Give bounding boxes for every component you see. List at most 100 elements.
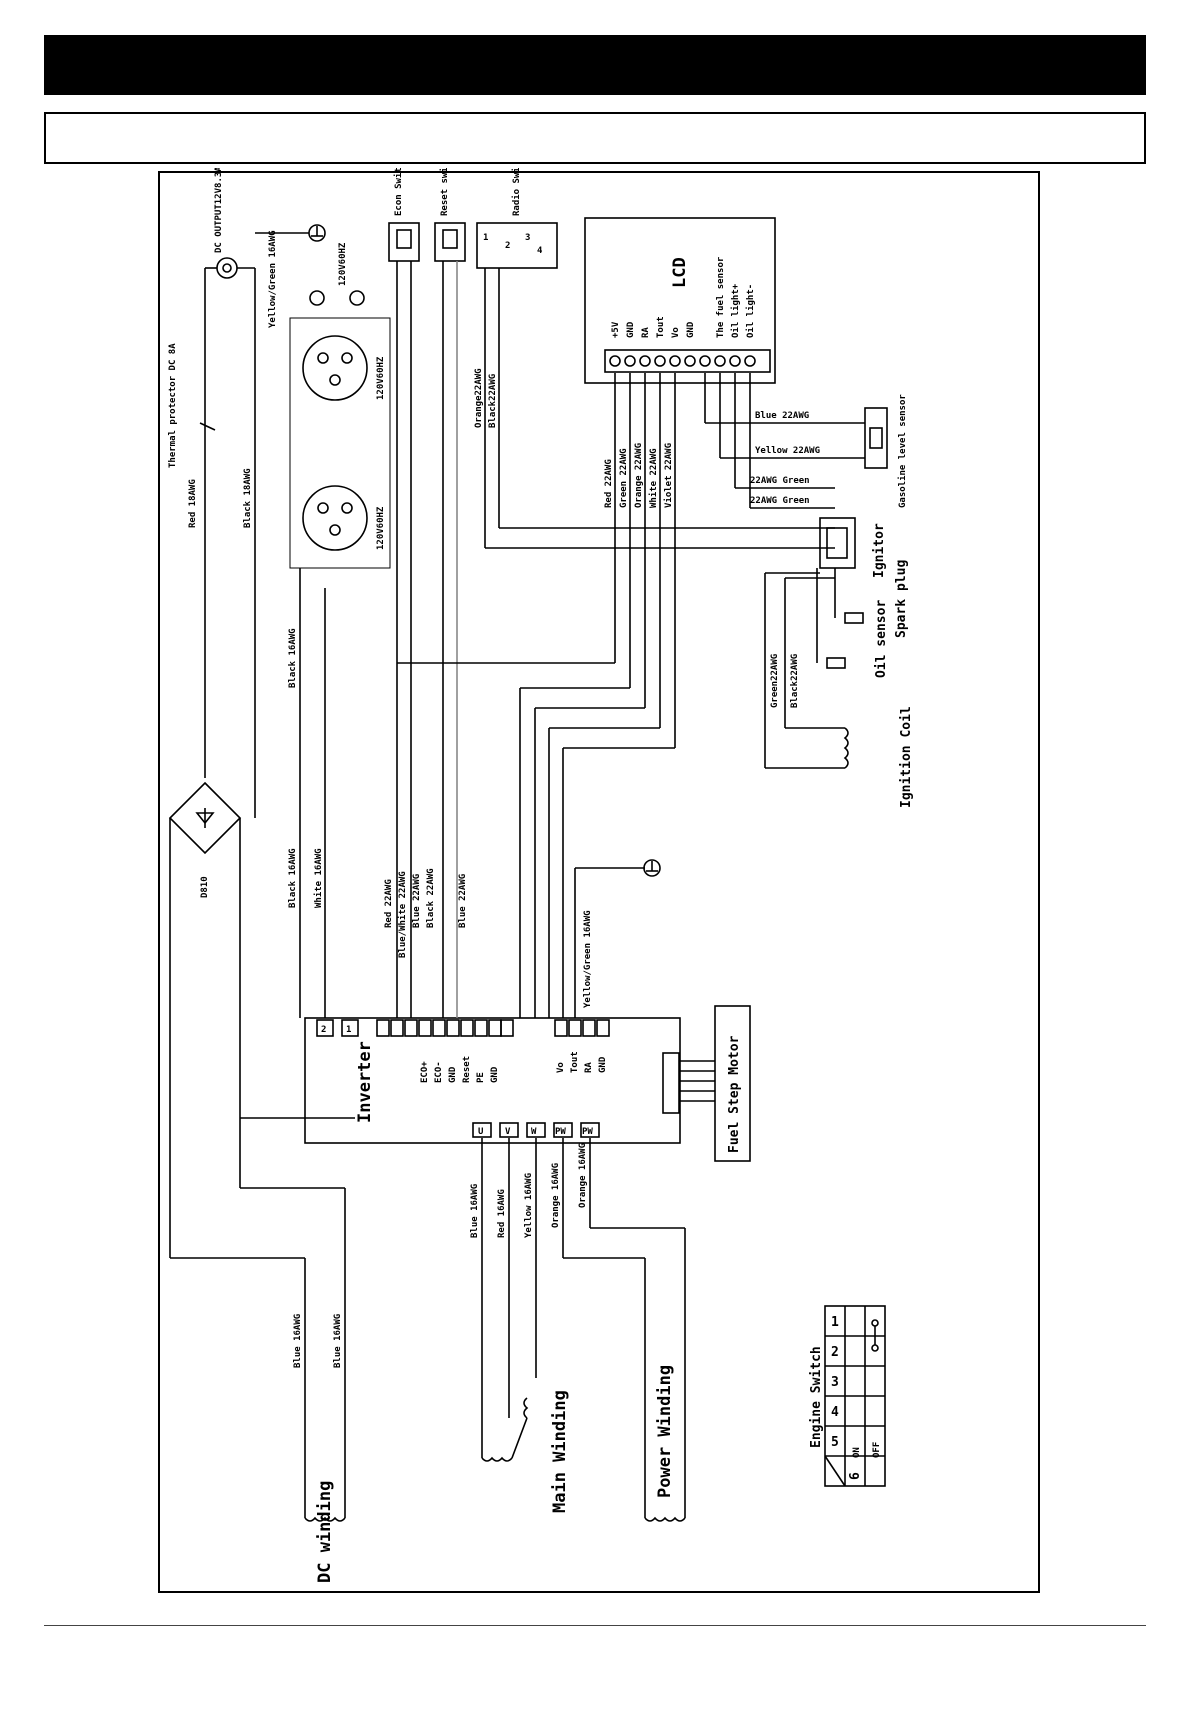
- svg-text:Blue 22AWG: Blue 22AWG: [412, 874, 422, 928]
- svg-text:Fuel Step Motor: Fuel Step Motor: [727, 1035, 742, 1153]
- svg-text:Blue 16AWG: Blue 16AWG: [293, 1314, 303, 1368]
- inv-pin-reset: Reset: [462, 1056, 472, 1083]
- inv-pin-gnd-b: GND: [490, 1066, 500, 1083]
- lcd-block: LCD +5V GND RA Tout Vo GND The fuel sens…: [584, 217, 776, 384]
- inv-pin-pw-b: PW: [582, 1127, 593, 1137]
- socket-c-label: 120V60HZ: [338, 242, 348, 286]
- rectifier-icon: D810: [168, 781, 242, 898]
- svg-text:Econ Switch: Econ Switch: [393, 168, 404, 216]
- footer-rule: [44, 1625, 1146, 1626]
- wiring-diagram-svg: Inverter 2 1 ECO+ ECO- GND Reset PE GND …: [158, 151, 1040, 1593]
- svg-text:DC OUTPUT12V8.3A: DC OUTPUT12V8.3A: [214, 168, 224, 253]
- svg-text:Green 22AWG: Green 22AWG: [619, 448, 629, 508]
- svg-text:Orange22AWG: Orange22AWG: [474, 368, 484, 428]
- main-winding: Blue 16AWG Red 16AWG Yellow 16AWG Main W…: [470, 1138, 570, 1513]
- inv-pin-tout: Tout: [570, 1051, 580, 1073]
- svg-text:Black 16AWG: Black 16AWG: [288, 848, 298, 908]
- power-winding: Orange 16AWG Orange 16AWG Power Winding: [551, 1138, 686, 1522]
- svg-text:Blue 16AWG: Blue 16AWG: [333, 1314, 343, 1368]
- svg-text:Engine Switch: Engine Switch: [809, 1346, 824, 1448]
- svg-text:Reset switch: Reset switch: [439, 168, 450, 216]
- ignition-coil: Ignition Coil: [843, 706, 914, 808]
- dc-output: DC OUTPUT12V8.3A: [214, 166, 238, 279]
- ignitor: Ignitor: [819, 517, 887, 578]
- ground-icon: [255, 224, 326, 242]
- svg-text:1: 1: [346, 1025, 351, 1035]
- svg-text:4: 4: [831, 1405, 839, 1420]
- svg-text:Red 22AWG: Red 22AWG: [384, 879, 394, 928]
- svg-text:22AWG Green: 22AWG Green: [750, 476, 810, 486]
- svg-text:3: 3: [831, 1375, 839, 1390]
- svg-text:Vo: Vo: [671, 327, 681, 338]
- svg-text:Red 22AWG: Red 22AWG: [604, 459, 614, 508]
- diagram-border: [158, 171, 1040, 1593]
- svg-text:ON: ON: [852, 1447, 862, 1458]
- fuel-step-motor: Fuel Step Motor: [679, 1005, 751, 1162]
- svg-text:Orange 16AWG: Orange 16AWG: [578, 1143, 588, 1208]
- header-bar: [44, 35, 1146, 95]
- svg-text:Green22AWG: Green22AWG: [770, 654, 780, 708]
- inv-pin-ra: RA: [584, 1062, 594, 1073]
- svg-text:5: 5: [831, 1435, 839, 1450]
- inv-pin-pe: PE: [476, 1072, 486, 1083]
- inverter-block: Inverter 2 1 ECO+ ECO- GND Reset PE GND …: [304, 1017, 681, 1144]
- svg-text:Oil light-: Oil light-: [745, 284, 756, 338]
- inv-pin-vo: Vo: [556, 1062, 566, 1073]
- svg-text:D810: D810: [200, 876, 210, 898]
- svg-text:Black 16AWG: Black 16AWG: [288, 628, 298, 688]
- svg-text:120V60HZ: 120V60HZ: [376, 356, 386, 400]
- inv-pin-v: V: [505, 1127, 511, 1137]
- engine-switch-table: Engine Switch 1 2 3 4 5 6 ON OFF: [809, 1305, 886, 1487]
- spark-plug: Spark plug: [834, 560, 909, 638]
- svg-text:Yellow/Green 16AWG: Yellow/Green 16AWG: [268, 230, 278, 328]
- svg-text:2: 2: [505, 241, 510, 251]
- reset-switch: Reset switch: [434, 151, 466, 262]
- inv-pin-gnd-c: GND: [598, 1056, 608, 1073]
- eco-switch: Econ Switch: [388, 156, 420, 262]
- svg-text:Black22AWG: Black22AWG: [790, 654, 800, 708]
- ground-icon-bottom: Yellow/Green 16AWG: [574, 859, 661, 1018]
- svg-text:Orange 16AWG: Orange 16AWG: [551, 1163, 561, 1228]
- svg-text:DC winding: DC winding: [315, 1481, 335, 1583]
- svg-text:22AWG Green: 22AWG Green: [750, 496, 810, 506]
- wiring-diagram: Inverter 2 1 ECO+ ECO- GND Reset PE GND …: [145, 151, 1055, 1602]
- thermal-switch-icon: [199, 422, 216, 431]
- inv-pin-eco-minus: ECO-: [434, 1061, 444, 1083]
- svg-text:Ignitor: Ignitor: [872, 523, 887, 578]
- svg-text:Radio Switch: Radio Switch: [511, 168, 522, 216]
- svg-text:Tout: Tout: [656, 316, 666, 338]
- socket-b: 120V60HZ: [302, 335, 386, 401]
- svg-text:1: 1: [831, 1315, 839, 1330]
- svg-text:Blue/White 22AWG: Blue/White 22AWG: [397, 871, 408, 958]
- svg-text:2: 2: [321, 1025, 326, 1035]
- radio-switch: Radio Switch 12 34: [476, 151, 558, 269]
- svg-text:White 22AWG: White 22AWG: [648, 448, 659, 508]
- svg-text:Oil sensor: Oil sensor: [874, 600, 889, 678]
- svg-text:Orange 22AWG: Orange 22AWG: [634, 443, 644, 508]
- inv-pin-pw-a: PW: [555, 1127, 566, 1137]
- svg-text:Power Winding: Power Winding: [655, 1365, 675, 1498]
- svg-text:Black 18AWG: Black 18AWG: [243, 468, 253, 528]
- svg-text:LCD: LCD: [670, 257, 690, 288]
- svg-text:RA: RA: [641, 327, 651, 338]
- svg-text:Thermal protector DC 8A: Thermal protector DC 8A: [168, 343, 178, 468]
- svg-text:The fuel sensor: The fuel sensor: [716, 256, 726, 338]
- inv-pin-u: U: [478, 1127, 483, 1137]
- svg-text:Blue 22AWG: Blue 22AWG: [458, 874, 468, 928]
- svg-text:Black22AWG: Black22AWG: [488, 374, 498, 428]
- svg-text:GND: GND: [626, 321, 636, 338]
- svg-text:Ignition Coil: Ignition Coil: [899, 706, 914, 808]
- svg-text:Yellow/Green 16AWG: Yellow/Green 16AWG: [583, 910, 593, 1008]
- oil-sensor: Oil sensor: [816, 568, 889, 678]
- inverter-label: Inverter: [355, 1041, 375, 1123]
- svg-text:4: 4: [537, 246, 543, 256]
- svg-text:2: 2: [831, 1345, 839, 1360]
- svg-text:Main Winding: Main Winding: [550, 1390, 570, 1513]
- dc-winding: Blue 16AWG Blue 16AWG DC winding: [170, 1118, 346, 1583]
- inv-pin-gnd-a: GND: [448, 1066, 458, 1083]
- svg-text:Blue 22AWG: Blue 22AWG: [755, 411, 809, 421]
- svg-text:Oil light+: Oil light+: [730, 283, 741, 338]
- svg-text:3: 3: [525, 233, 530, 243]
- socket-a: 120V60HZ: [302, 485, 386, 551]
- gasoline-level-sensor: Gasoline level sensor: [864, 394, 908, 508]
